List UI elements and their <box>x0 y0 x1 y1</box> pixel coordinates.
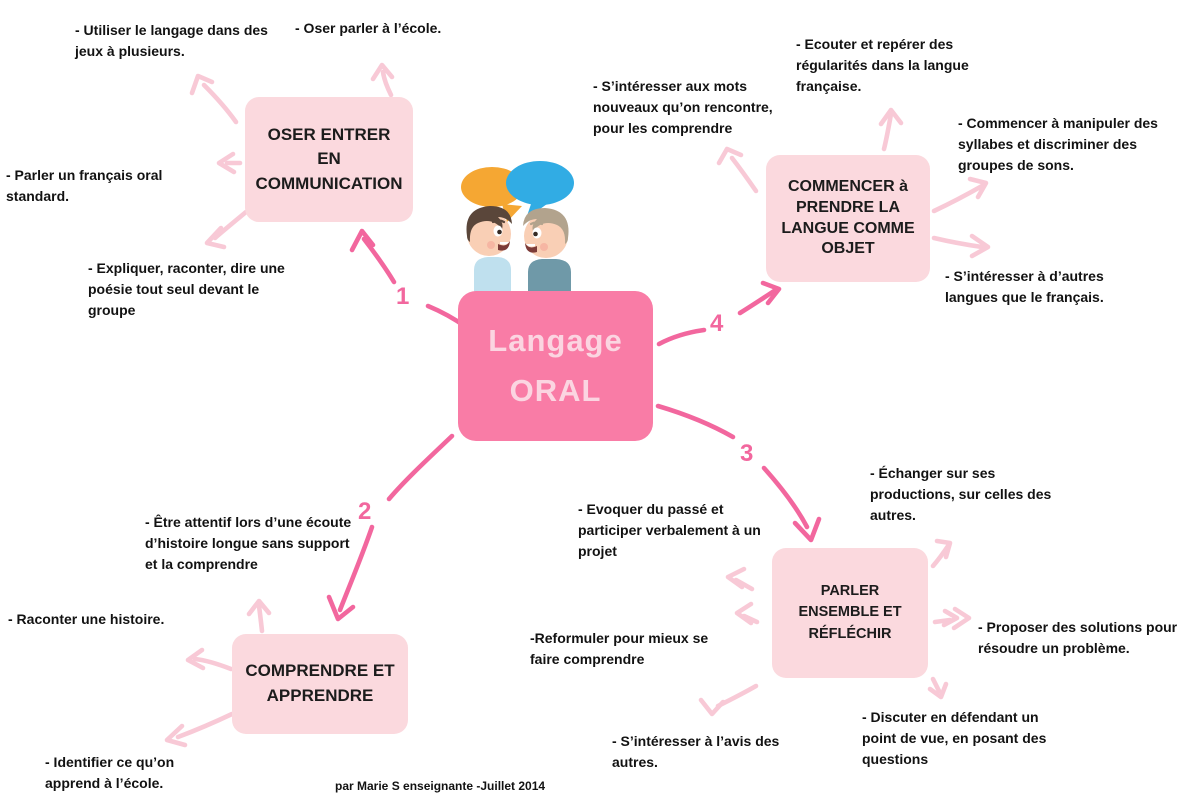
branch-number-2: 2 <box>358 498 372 525</box>
branch-number-1: 1 <box>396 283 410 310</box>
item-evoquer-passe: - Evoquer du passé et participer verbale… <box>578 501 761 559</box>
item-reformuler: -Reformuler pour mieux se faire comprend… <box>530 630 709 667</box>
branch-box-commencer-prendre-langue-objet: COMMENCER à PRENDRE LA LANGUE COMME OBJE… <box>766 155 930 282</box>
item-manipuler-syllabes: - Commencer à manipuler des syllabes et … <box>958 115 1158 173</box>
item-identifier-apprend: - Identifier ce qu’on apprend à l’école. <box>45 754 175 791</box>
item-echanger-productions: - Échanger sur ses productions, sur cell… <box>870 465 1052 523</box>
credit-line: par Marie S enseignante -Juillet 2014 <box>335 779 546 793</box>
branch-1-arrow <box>349 228 469 330</box>
branch-box-comprendre-et-apprendre: COMPRENDRE ET APPRENDRE <box>232 634 408 734</box>
two-children-talking-illustration <box>461 161 574 293</box>
branch-number-4: 4 <box>710 310 724 337</box>
child-left <box>466 206 512 293</box>
branch-number-3: 3 <box>740 440 754 467</box>
item-raconter-histoire: - Raconter une histoire. <box>8 611 165 627</box>
item-etre-attentif: - Être attentif lors d’une écoute d’hist… <box>145 514 352 572</box>
branch-box-oser-entrer-en-communication: OSER ENTRER EN COMMUNICATION <box>245 97 413 222</box>
item-parler-francais: - Parler un français oral standard. <box>6 167 163 204</box>
item-autres-langues: - S’intéresser à d’autres langues que le… <box>945 268 1104 305</box>
item-proposer-solutions: - Proposer des solutions pour résoudre u… <box>978 619 1178 656</box>
central-topic: Langage ORAL <box>458 291 653 441</box>
item-avis-autres: - S’intéresser à l’avis des autres. <box>612 733 780 770</box>
item-expliquer-raconter: - Expliquer, raconter, dire une poésie t… <box>88 260 285 318</box>
branch-box-parler-ensemble-et-reflechir: PARLER ENSEMBLE ET RÉFLÉCHIR <box>772 548 928 678</box>
item-ecouter-regularites: - Ecouter et repérer des régularités dan… <box>796 36 969 94</box>
item-mots-nouveaux: - S’intéresser aux mots nouveaux qu’on r… <box>593 78 773 136</box>
item-oser-parler: - Oser parler à l’école. <box>295 20 442 36</box>
item-discuter-point-de-vue: - Discuter en défendant un point de vue,… <box>862 709 1047 767</box>
child-right <box>523 208 571 293</box>
item-utiliser-langage: - Utiliser le langage dans des jeux à pl… <box>75 22 268 59</box>
